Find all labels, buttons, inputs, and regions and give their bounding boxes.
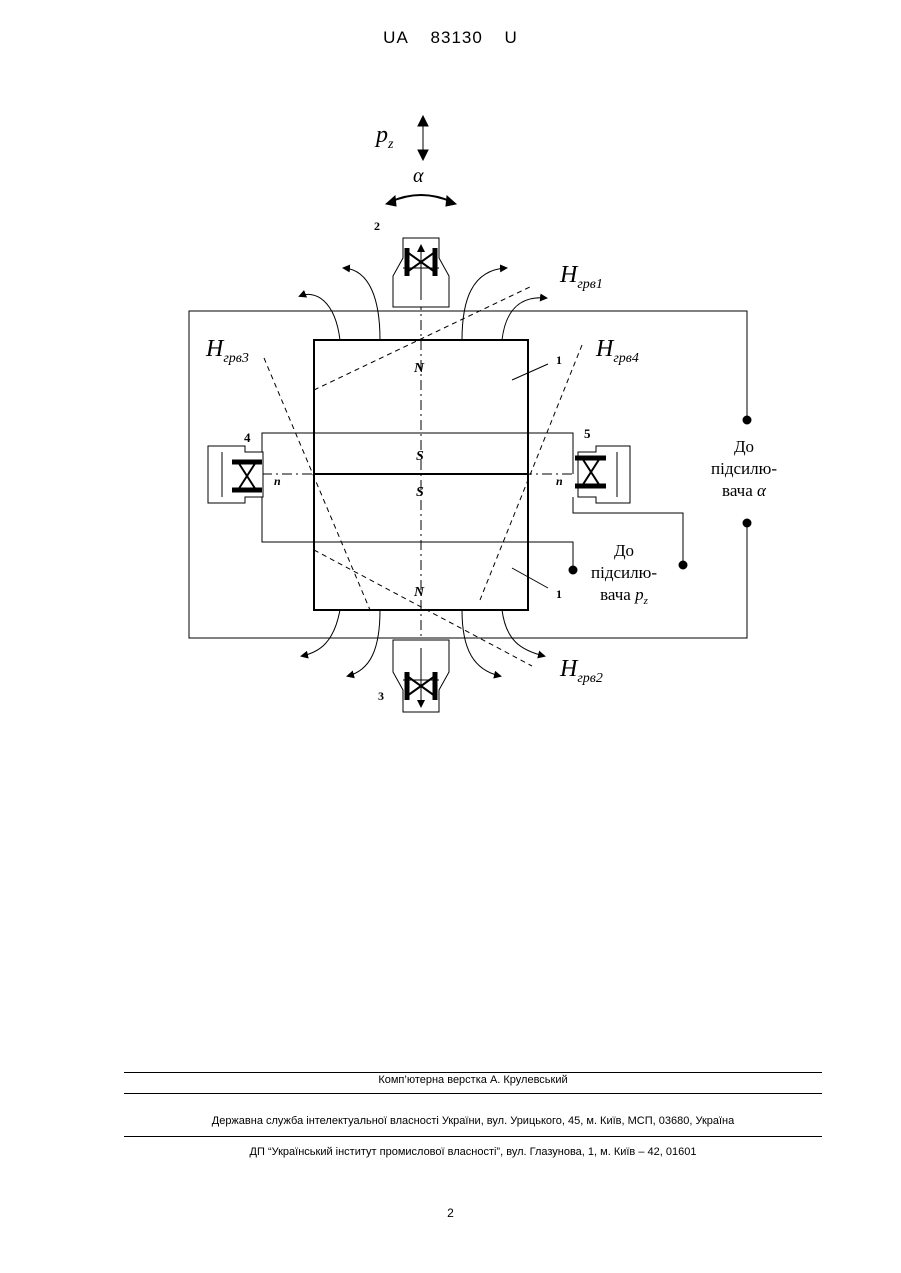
amp-alpha-line2: підсилю- <box>711 459 777 478</box>
footer-layout-credit: Комп’ютерна верстка А. Крулевський <box>124 1074 822 1086</box>
field-line-bottom-3 <box>462 610 500 676</box>
sensor-4 <box>208 446 263 503</box>
pole-n-top: N <box>413 361 425 376</box>
footer-institute-address: ДП “Український інститут промислової вла… <box>124 1146 822 1158</box>
pz-symbol: p <box>374 122 388 148</box>
svg-text:Hгрв1: Hгрв1 <box>559 262 603 292</box>
label-3: 3 <box>378 689 384 703</box>
h4-line <box>480 345 582 600</box>
pole-n-bottom: N <box>413 585 425 600</box>
amp-alpha-line1: До <box>734 437 754 456</box>
label-2: 2 <box>374 219 380 233</box>
terminal-alpha-bottom <box>743 519 751 527</box>
n-left: n <box>274 474 281 488</box>
svg-text:Hгрв3: Hгрв3 <box>205 336 249 366</box>
amp-pz-line3: вача <box>600 585 631 604</box>
amp-pz-line1: До <box>614 541 634 560</box>
alpha-arc-arrow <box>390 195 452 202</box>
field-line-bottom-4 <box>502 610 544 656</box>
svg-text:Hгрв2: Hгрв2 <box>559 656 603 686</box>
amp-alpha-symbol: α <box>757 481 767 500</box>
h1-main: H <box>559 262 579 288</box>
sensor-3 <box>393 640 449 712</box>
label-5: 5 <box>584 426 591 441</box>
pole-s-bottom: S <box>416 485 424 500</box>
h2-sub: грв2 <box>577 671 603 686</box>
h2-main: H <box>559 656 579 682</box>
amp-pz-line2: підсилю- <box>591 563 657 582</box>
field-line-bottom-1 <box>302 610 340 656</box>
amp-pz-symbol: p <box>634 585 644 604</box>
footer-rule-3 <box>124 1136 822 1137</box>
h3-main: H <box>205 336 225 362</box>
label-1-top: 1 <box>556 353 562 367</box>
svg-text:вача α: вача α <box>722 481 767 500</box>
h3-sub: грв3 <box>223 351 249 366</box>
label-1-bottom: 1 <box>556 587 562 601</box>
leader-1-bottom <box>512 568 548 588</box>
footer-office-address: Державна служба інтелектуальної власност… <box>124 1115 822 1127</box>
svg-text:вача pz: вача pz <box>600 585 649 607</box>
n-right: n <box>556 474 563 488</box>
leader-1-top <box>512 364 548 380</box>
h4-main: H <box>595 336 615 362</box>
sensor-2 <box>393 238 449 307</box>
field-line-top-2 <box>344 268 380 340</box>
field-line-top-1 <box>300 294 340 340</box>
h1-sub: грв1 <box>577 277 603 292</box>
pz-subscript: z <box>387 137 394 152</box>
terminal-pz-1 <box>569 566 577 574</box>
footer-rule-1 <box>124 1072 822 1073</box>
field-line-top-3 <box>462 268 506 340</box>
field-line-top-4 <box>502 298 546 340</box>
sensor-5 <box>575 446 630 503</box>
svg-text:Hгрв4: Hгрв4 <box>595 336 639 366</box>
amp-alpha-line3: вача <box>722 481 753 500</box>
page-number: 2 <box>0 1206 901 1220</box>
field-line-bottom-2 <box>348 610 380 676</box>
terminal-pz-2 <box>679 561 687 569</box>
amp-pz-subscript: z <box>643 595 649 607</box>
alpha-symbol: α <box>413 165 424 187</box>
pz-arrow <box>418 116 428 160</box>
label-4: 4 <box>244 430 251 445</box>
footer-rule-2 <box>124 1093 822 1094</box>
svg-text:pz: pz <box>374 122 394 152</box>
terminal-alpha-top <box>743 416 751 424</box>
pole-s-top: S <box>416 449 424 464</box>
h4-sub: грв4 <box>613 351 639 366</box>
